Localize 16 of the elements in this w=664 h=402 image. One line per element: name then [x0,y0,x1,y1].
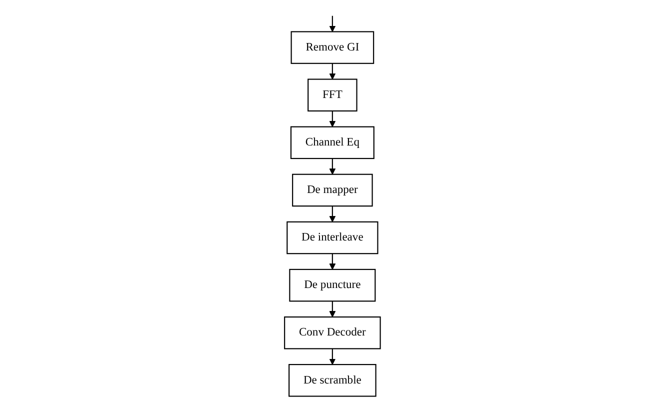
node-box: De puncture [288,268,376,302]
arrow [328,254,336,270]
arrow [328,110,336,128]
node-box: FFT [307,78,357,112]
node-box: Conv Decoder [284,316,380,350]
arrow [328,63,336,80]
node-box: De scramble [288,364,376,397]
node-box: Remove GI [290,31,374,64]
arrow [328,301,336,318]
node-box: Channel Eq [290,126,374,160]
node-box: De mapper [292,174,372,207]
arrow [328,158,336,175]
node-box: De interleave [286,221,378,254]
arrow [328,206,336,222]
arrow [328,348,336,365]
arrow [328,16,336,32]
